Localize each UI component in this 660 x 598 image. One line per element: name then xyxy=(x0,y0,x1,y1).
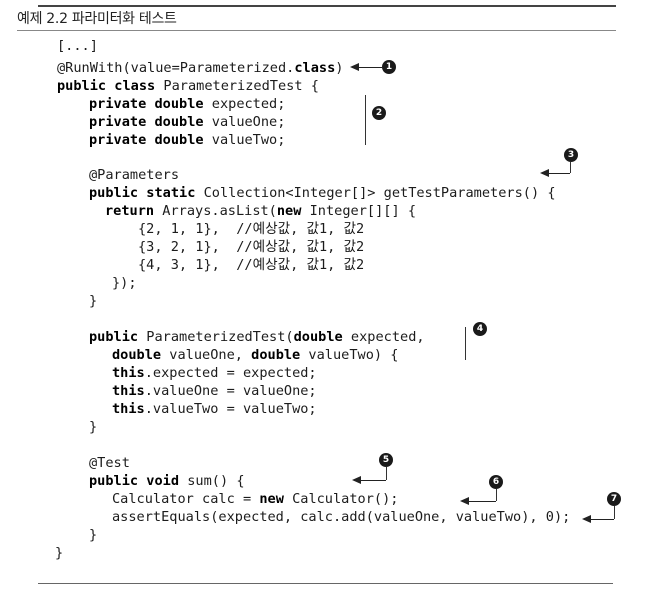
callout-arrow-1 xyxy=(350,63,382,71)
code-text: }); xyxy=(112,275,137,291)
callout-marker-3: 3 xyxy=(564,148,578,162)
code-line: return Arrays.asList(new Integer[][] { xyxy=(105,202,416,220)
code-text: .expected = expected; xyxy=(144,365,317,381)
code-text: ) xyxy=(335,60,344,76)
code-line: @Parameters xyxy=(89,166,179,184)
code-line: {3, 2, 1}, //예상값, 값1, 값2 xyxy=(138,238,364,256)
code-text: {2, 1, 1}, //예상값, 값1, 값2 xyxy=(138,221,365,237)
code-keyword: this xyxy=(112,401,145,417)
code-text: .valueOne = valueOne; xyxy=(144,383,317,399)
code-text: {4, 3, 1}, //예상값, 값1, 값2 xyxy=(138,257,365,273)
code-keyword: double xyxy=(293,329,343,345)
callout-leader-3 xyxy=(570,162,571,173)
code-line: public void sum() { xyxy=(89,472,245,490)
code-line: {4, 3, 1}, //예상값, 값1, 값2 xyxy=(138,256,364,274)
code-line: this.valueOne = valueOne; xyxy=(112,382,317,400)
code-line: public ParameterizedTest(double expected… xyxy=(89,328,425,346)
code-line: this.valueTwo = valueTwo; xyxy=(112,400,317,418)
code-keyword: private double xyxy=(89,96,204,112)
code-text: expected, xyxy=(342,329,425,345)
code-text: } xyxy=(89,293,98,309)
caption-rule xyxy=(17,30,616,31)
code-line: [...] xyxy=(57,37,98,55)
code-line: } xyxy=(55,544,63,562)
code-text: expected; xyxy=(203,96,286,112)
callout-leader-5 xyxy=(386,467,387,480)
code-line: }); xyxy=(112,274,137,292)
code-line: } xyxy=(89,526,97,544)
code-keyword: class xyxy=(294,60,336,76)
code-keyword: new xyxy=(276,203,302,219)
code-keyword: public void xyxy=(89,473,180,489)
callout-marker-2: 2 xyxy=(372,106,386,120)
code-text: @RunWith(value=Parameterized. xyxy=(57,60,295,76)
callout-leader-6 xyxy=(496,489,497,501)
callout-arrow-6 xyxy=(460,497,496,505)
callout-leader-7 xyxy=(614,506,615,519)
code-keyword: double xyxy=(112,347,162,363)
code-text: [...] xyxy=(57,38,98,54)
code-text: Integer[][] { xyxy=(301,203,417,219)
code-text: valueOne; xyxy=(203,114,286,130)
code-text: @Parameters xyxy=(89,167,180,183)
code-text: ParameterizedTest { xyxy=(155,78,319,94)
listing-caption: 예제 2.2 파라미터화 테스트 xyxy=(17,11,177,27)
code-line: @Test xyxy=(89,454,130,472)
code-text: Calculator calc = xyxy=(112,491,260,507)
code-line: this.expected = expected; xyxy=(112,364,317,382)
code-text: .valueTwo = valueTwo; xyxy=(144,401,317,417)
code-text: {3, 2, 1}, //예상값, 값1, 값2 xyxy=(138,239,365,255)
code-line: } xyxy=(89,292,97,310)
code-keyword: return xyxy=(105,203,155,219)
code-keyword: this xyxy=(112,383,145,399)
code-line: assertEquals(expected, calc.add(valueOne… xyxy=(112,508,570,526)
code-keyword: public class xyxy=(57,78,156,94)
callout-marker-1: 1 xyxy=(382,60,396,74)
code-text: sum() { xyxy=(179,473,245,489)
code-line: Calculator calc = new Calculator(); xyxy=(112,490,398,508)
callout-marker-6: 6 xyxy=(489,475,503,489)
callout-arrow-5 xyxy=(352,476,386,484)
code-line: {2, 1, 1}, //예상값, 값1, 값2 xyxy=(138,220,364,238)
code-line: public static Collection<Integer[]> getT… xyxy=(89,184,556,202)
code-text: } xyxy=(89,419,98,435)
code-line: } xyxy=(89,418,97,436)
code-line: double valueOne, double valueTwo) { xyxy=(112,346,398,364)
code-text: } xyxy=(55,545,64,561)
callout-arrow-7 xyxy=(582,515,614,523)
bottom-rule xyxy=(38,583,613,584)
code-text: Collection<Integer[]> getTestParameters(… xyxy=(195,185,556,201)
code-keyword: private double xyxy=(89,114,204,130)
top-rule xyxy=(38,5,616,7)
code-keyword: public static xyxy=(89,185,196,201)
callout-arrow-3 xyxy=(540,169,570,177)
callout-marker-7: 7 xyxy=(607,492,621,506)
code-line: private double expected; xyxy=(89,95,285,113)
code-line: @RunWith(value=Parameterized.class) xyxy=(57,59,343,77)
callout-marker-4: 4 xyxy=(473,322,487,336)
code-keyword: double xyxy=(251,347,301,363)
code-text: valueTwo; xyxy=(203,132,286,148)
code-keyword: public xyxy=(89,329,139,345)
code-text: valueTwo) { xyxy=(300,347,399,363)
callout-bracket-4 xyxy=(465,327,466,360)
callout-bracket-2 xyxy=(365,95,366,145)
code-keyword: new xyxy=(259,491,284,507)
code-line: private double valueOne; xyxy=(89,113,285,131)
code-text: valueOne, xyxy=(161,347,252,363)
callout-marker-5: 5 xyxy=(379,453,393,467)
code-keyword: this xyxy=(112,365,145,381)
code-text: @Test xyxy=(89,455,130,471)
code-text: ParameterizedTest( xyxy=(138,329,294,345)
code-line: public class ParameterizedTest { xyxy=(57,77,319,95)
code-keyword: private double xyxy=(89,132,204,148)
code-text: assertEquals(expected, calc.add(valueOne… xyxy=(112,509,571,525)
code-text: Arrays.asList( xyxy=(154,203,277,219)
code-line: private double valueTwo; xyxy=(89,131,285,149)
code-text: Calculator(); xyxy=(283,491,399,507)
code-text: } xyxy=(89,527,98,543)
